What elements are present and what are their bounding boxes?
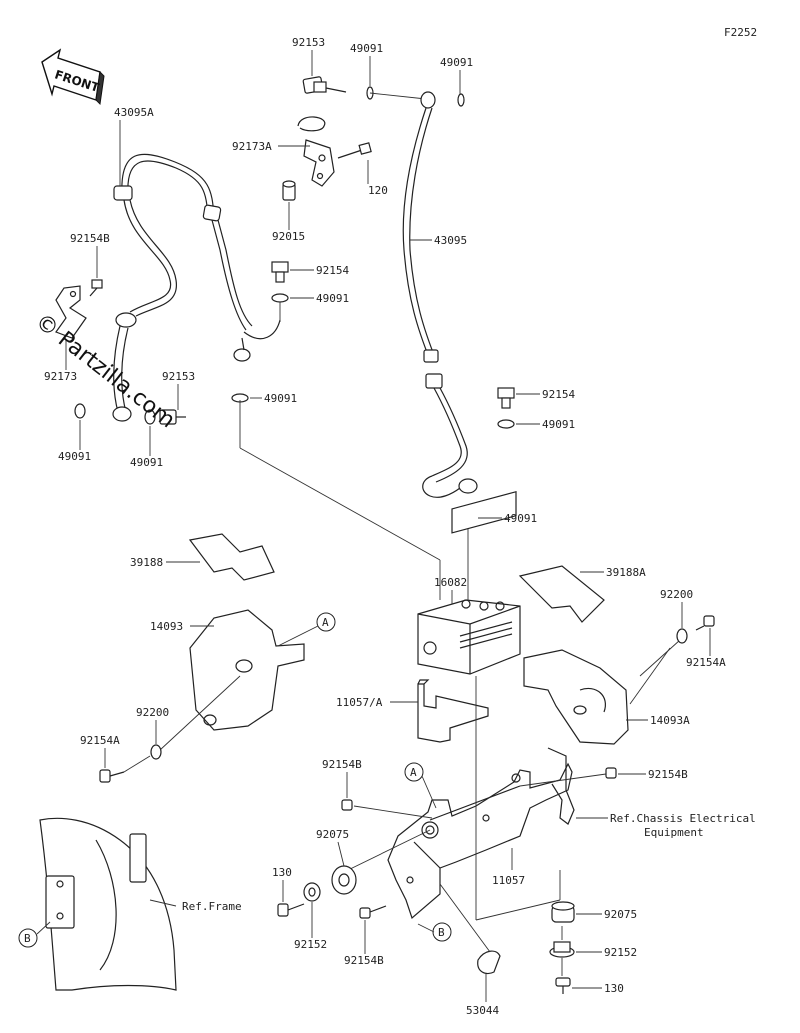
- label-39188A: 39188A: [606, 566, 646, 579]
- label-ref-chassis-2: Equipment: [644, 826, 704, 839]
- washer-49091-mid[interactable]: [271, 293, 289, 303]
- label-49091-top-a: 49091: [350, 42, 383, 55]
- bracket-11057A[interactable]: [417, 679, 489, 743]
- washer-92200-right[interactable]: [676, 628, 688, 644]
- callout-a-upper: A: [277, 612, 336, 647]
- label-49091-left-b: 49091: [130, 456, 163, 469]
- label-130-right: 130: [604, 982, 624, 995]
- banjo-bolt-92154-right[interactable]: [497, 387, 515, 409]
- svg-text:B: B: [438, 926, 445, 939]
- label-14093: 14093: [150, 620, 183, 633]
- cover-14093[interactable]: [159, 609, 305, 751]
- banjo-bolt-92153-top[interactable]: [302, 76, 347, 94]
- svg-text:B: B: [24, 932, 31, 945]
- bolt-92154B-mid[interactable]: [341, 799, 353, 811]
- pad-39188[interactable]: [188, 533, 275, 581]
- label-120: 120: [368, 184, 388, 197]
- label-92152-right: 92152: [604, 946, 637, 959]
- figure-code: F2252: [724, 26, 757, 39]
- label-ref-frame: Ref.Frame: [182, 900, 242, 913]
- label-92075-right: 92075: [604, 908, 637, 921]
- svg-text:A: A: [410, 766, 417, 779]
- front-arrow-icon: FRONT: [41, 48, 105, 106]
- bolt-92154B-bottom[interactable]: [359, 905, 387, 919]
- label-92153-left: 92153: [162, 370, 195, 383]
- label-53044: 53044: [466, 1004, 499, 1017]
- label-43095A: 43095A: [114, 106, 154, 119]
- banjo-bolt-assembly-left[interactable]: [74, 403, 186, 425]
- label-49091-mid: 49091: [316, 292, 349, 305]
- label-49091-top-b: 49091: [440, 56, 473, 69]
- callout-b-frame: B: [18, 921, 51, 948]
- frame-reference: [39, 817, 177, 991]
- bolt-130-right[interactable]: [555, 977, 571, 994]
- bolt-92154B-right[interactable]: [605, 767, 617, 779]
- label-49091-right-a: 49091: [542, 418, 575, 431]
- label-49091-lowmid: 49091: [264, 392, 297, 405]
- pad-39188A[interactable]: [518, 565, 605, 623]
- label-16082: 16082: [434, 576, 467, 589]
- label-92173A: 92173A: [232, 140, 272, 153]
- label-ref-chassis-1: Ref.Chassis Electrical: [610, 812, 756, 825]
- label-14093A: 14093A: [650, 714, 690, 727]
- collar-92152-right[interactable]: [549, 941, 575, 958]
- label-92173: 92173: [44, 370, 77, 383]
- label-11057A: 11057/A: [336, 696, 383, 709]
- label-92154-right: 92154: [542, 388, 575, 401]
- label-92153-top: 92153: [292, 36, 325, 49]
- label-11057: 11057: [492, 874, 525, 887]
- clip-53044[interactable]: [477, 950, 501, 975]
- collar-92152-left[interactable]: [303, 882, 321, 902]
- banjo-bolt-92154-mid[interactable]: [271, 261, 289, 283]
- label-92154A-right: 92154A: [686, 656, 726, 669]
- label-92152-left: 92152: [294, 938, 327, 951]
- clamp-92173A[interactable]: [297, 116, 335, 187]
- svg-text:A: A: [322, 616, 329, 629]
- bolt-92154B-left[interactable]: [89, 279, 103, 297]
- damper-92075-left[interactable]: [331, 865, 357, 895]
- label-49091-left-a: 49091: [58, 450, 91, 463]
- label-92154B-mid: 92154B: [322, 758, 362, 771]
- bracket-92173[interactable]: [55, 285, 87, 339]
- washer-49091-right-a[interactable]: [497, 419, 515, 429]
- label-92200-left: 92200: [136, 706, 169, 719]
- brake-hose-43095[interactable]: [402, 91, 478, 498]
- callout-b-lower: B: [417, 922, 452, 942]
- abs-unit-16082[interactable]: [417, 490, 521, 675]
- bolt-92154A-left[interactable]: [99, 769, 125, 783]
- bolt-130-left[interactable]: [277, 903, 305, 917]
- washer-92200-left[interactable]: [150, 744, 162, 760]
- label-43095: 43095: [434, 234, 467, 247]
- brake-hose-43095A[interactable]: [112, 153, 281, 422]
- label-39188: 39188: [130, 556, 163, 569]
- bolt-120[interactable]: [337, 142, 372, 159]
- label-92075-left: 92075: [316, 828, 349, 841]
- label-49091-right-b: 49091: [504, 512, 537, 525]
- callout-a-lower: A: [404, 762, 437, 809]
- label-92154B-bottom: 92154B: [344, 954, 384, 967]
- label-92154B-left: 92154B: [70, 232, 110, 245]
- cover-14093A[interactable]: [523, 649, 629, 745]
- label-92154B-right: 92154B: [648, 768, 688, 781]
- label-92154-mid: 92154: [316, 264, 349, 277]
- label-92200-right: 92200: [660, 588, 693, 601]
- damper-92075-right[interactable]: [551, 901, 575, 923]
- grommet-92015[interactable]: [282, 180, 296, 201]
- label-92015: 92015: [272, 230, 305, 243]
- bolt-92154A-right[interactable]: [695, 615, 715, 631]
- label-92154A-left: 92154A: [80, 734, 120, 747]
- label-130-left: 130: [272, 866, 292, 879]
- washer-49091-top-b[interactable]: [457, 93, 465, 107]
